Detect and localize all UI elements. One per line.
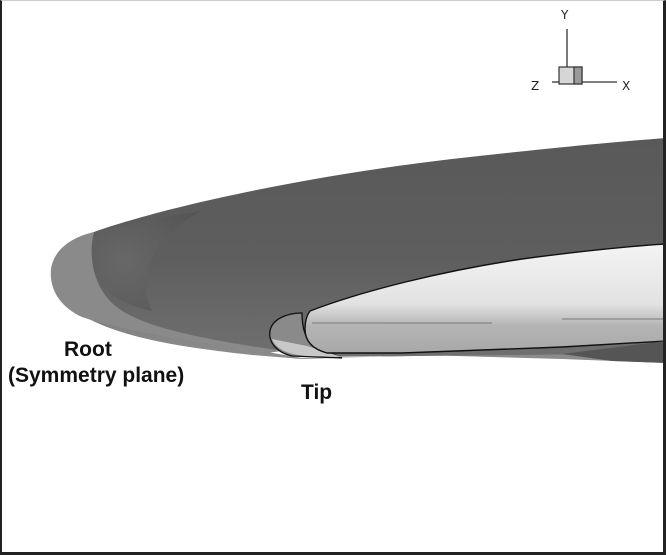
axis-x-label: X	[622, 79, 631, 93]
wing-lower-surface	[62, 301, 663, 363]
root-nose-outer	[50, 232, 282, 353]
tip-section	[304, 243, 663, 354]
axis-y-label: Y	[561, 8, 569, 22]
wing-trailing-strip	[562, 341, 663, 363]
axis-triad	[552, 29, 617, 85]
tip-label: Tip	[301, 381, 333, 404]
root-nose-inner	[91, 211, 202, 311]
root-label: Root	[64, 338, 112, 361]
symmetry-plane-label: (Symmetry plane)	[8, 364, 185, 387]
axis-z-label: Z	[531, 79, 540, 93]
